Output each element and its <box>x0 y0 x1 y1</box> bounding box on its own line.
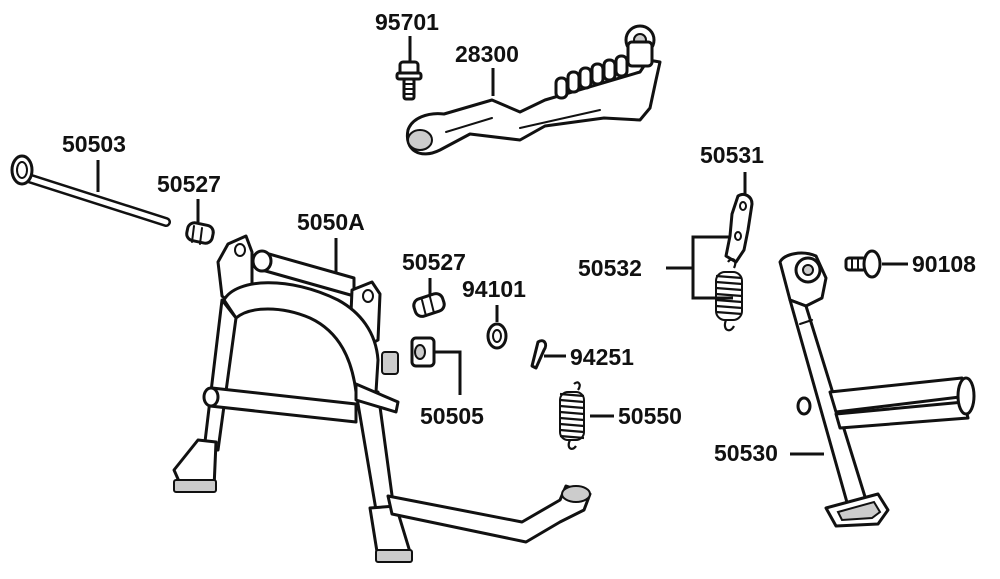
stopper-50505-icon <box>410 336 436 368</box>
washer-94101-icon <box>486 322 508 350</box>
label-50550: 50550 <box>618 403 682 429</box>
bushing-50527-right-icon <box>412 292 446 318</box>
label-50503: 50503 <box>62 131 126 157</box>
bushing-50527-left-icon <box>185 221 215 245</box>
label-50527-right: 50527 <box>402 249 466 275</box>
shaft-50503-icon <box>10 154 171 227</box>
side-stand-50530-icon <box>778 251 976 528</box>
label-50527-left: 50527 <box>157 171 221 197</box>
label-94251: 94251 <box>570 344 634 370</box>
label-5050A: 5050A <box>297 209 365 235</box>
bolt-90108-icon <box>844 249 882 279</box>
label-94101: 94101 <box>462 276 526 302</box>
kick-starter-lever-28300-icon <box>405 24 662 156</box>
label-50530: 50530 <box>714 440 778 466</box>
label-90108: 90108 <box>912 251 976 277</box>
cotter-pin-94251-icon <box>530 339 548 370</box>
bracket-50531-icon <box>724 192 754 264</box>
label-50505: 50505 <box>420 403 484 429</box>
label-50532: 50532 <box>578 255 642 281</box>
bolt-95701-icon <box>395 60 423 101</box>
label-50531: 50531 <box>700 142 764 168</box>
label-95701: 95701 <box>375 9 439 35</box>
label-28300: 28300 <box>455 41 519 67</box>
spring-50532-icon <box>715 258 743 332</box>
leader-lines <box>96 36 908 456</box>
spring-50550-icon <box>559 381 585 450</box>
main-stand-5050A-icon <box>172 234 592 563</box>
